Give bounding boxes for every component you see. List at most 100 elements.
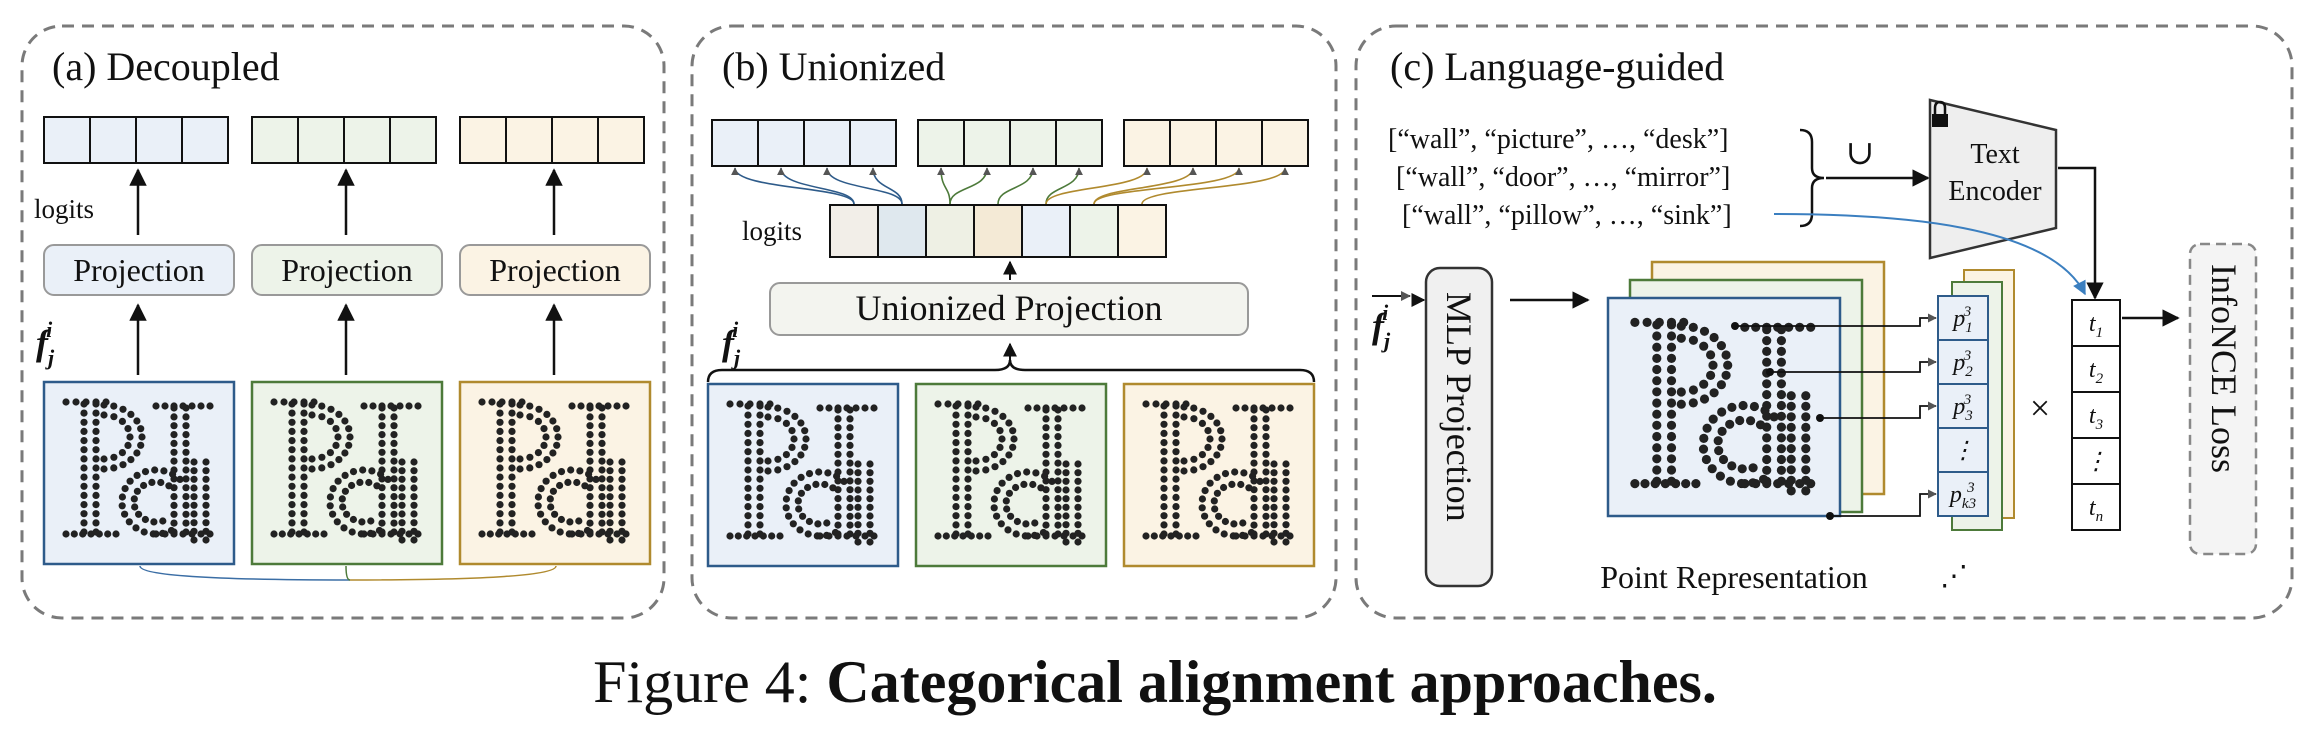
point-dot (72, 398, 80, 406)
point-dot (152, 402, 160, 410)
point-dot (334, 433, 342, 441)
point-dot (478, 398, 486, 406)
point-dot (598, 466, 606, 474)
point-dot (1172, 457, 1180, 465)
point-dot (1776, 357, 1786, 367)
point-dot (332, 425, 340, 433)
point-dot (182, 431, 190, 439)
logit-bar-yellow-cell (551, 116, 599, 164)
point-dot (998, 435, 1006, 443)
times-symbol: × (2030, 388, 2050, 428)
point-dot (398, 467, 406, 475)
point-dot (1786, 475, 1796, 485)
point-dot (270, 398, 278, 406)
point-dot (308, 455, 316, 463)
point-dot (140, 481, 148, 490)
point-dot (1218, 435, 1226, 443)
logit-bar-green-cell (343, 116, 391, 164)
point-dot (288, 409, 296, 417)
point-dot (598, 439, 606, 447)
point-dot (598, 457, 606, 465)
point-dot (405, 402, 413, 410)
point-dot (1652, 342, 1662, 352)
point-dot (300, 409, 308, 417)
point-dot (133, 449, 141, 457)
point-dot (1048, 477, 1056, 485)
point-dot (190, 501, 198, 509)
point-dot (606, 467, 614, 475)
point-dot (190, 519, 198, 527)
point-dot (942, 532, 950, 540)
point-dot (1666, 409, 1677, 419)
point-dot (341, 471, 349, 479)
point-dot (866, 503, 874, 511)
point-dot (182, 466, 190, 474)
point-dot (190, 493, 198, 501)
point-dot (606, 501, 614, 509)
point-dot (126, 433, 134, 441)
point-dot (1054, 424, 1062, 432)
point-dot (508, 427, 516, 435)
point-dot (543, 410, 551, 418)
point-dot (190, 458, 198, 466)
point-dot (1760, 405, 1770, 415)
point-dot (1725, 476, 1735, 486)
point-dot (1062, 460, 1070, 468)
point-dot (179, 530, 187, 538)
point-dot (410, 510, 418, 518)
point-dot (141, 468, 150, 476)
point-dot (526, 413, 534, 421)
point-dot (744, 493, 752, 501)
point-dot (535, 461, 543, 469)
point-dot (751, 532, 759, 540)
point-dot (288, 473, 296, 481)
point-dot (592, 475, 600, 483)
point-dot (606, 527, 614, 535)
point-dot (202, 527, 210, 535)
point-dot (357, 530, 365, 538)
logit-bar-blue-cell (135, 116, 183, 164)
point-dot (1172, 466, 1180, 474)
point-dot (824, 469, 832, 477)
point-dot (1801, 391, 1811, 401)
point-dot (377, 470, 385, 478)
point-dot (367, 529, 375, 538)
point-dot (335, 456, 343, 464)
point-dot (1748, 478, 1758, 488)
point-dot (534, 449, 543, 457)
point-dot (1060, 404, 1068, 412)
point-dot (349, 468, 358, 476)
point-dot (866, 521, 874, 529)
point-dot (360, 402, 368, 410)
point-dot (340, 524, 348, 532)
point-dot (1776, 444, 1786, 454)
logit-bar-yellow (1123, 119, 1309, 167)
point-dot (308, 465, 316, 473)
point-dot (1221, 470, 1230, 478)
point-dot (866, 460, 874, 468)
point-dot (378, 493, 386, 501)
point-dot (799, 512, 807, 520)
point-dot (586, 457, 594, 465)
point-dot (104, 530, 112, 538)
point-dot (556, 481, 564, 490)
point-dot (972, 413, 980, 421)
point-dot (1650, 479, 1660, 489)
point-dot (110, 464, 118, 472)
point-dot (1721, 370, 1731, 380)
point-dot (1250, 441, 1258, 449)
point-dot (801, 427, 809, 435)
point-dot (390, 439, 398, 447)
point-dot (326, 417, 334, 425)
point-dot (508, 455, 516, 463)
point-dot (80, 473, 88, 481)
point-dot (176, 475, 184, 483)
point-dot (300, 491, 308, 499)
point-dot (498, 398, 506, 406)
point-dot (618, 493, 626, 501)
point-dot (744, 484, 752, 492)
point-dot (1204, 427, 1212, 435)
point-dot (159, 517, 167, 525)
point-dot (126, 477, 134, 485)
point-dot (1074, 538, 1082, 546)
